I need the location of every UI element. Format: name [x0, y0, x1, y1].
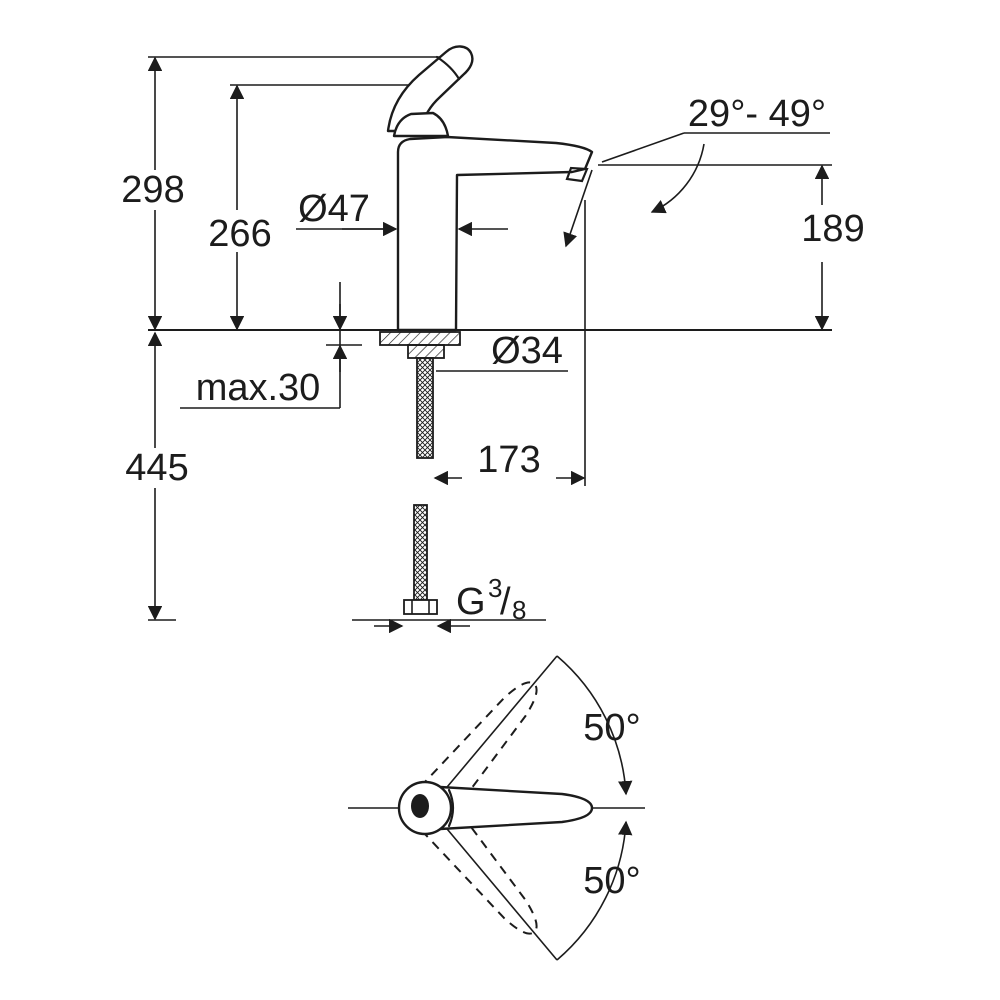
leader-line: [601, 132, 685, 163]
label-thread-numerator: 3: [488, 573, 502, 603]
swivel-arc-down-arrow: [556, 820, 633, 961]
dimension-spout-angle-range: [563, 132, 830, 248]
swivel-limit-line-up: [431, 655, 558, 806]
dimension-max-deck-thickness: [180, 282, 362, 409]
handle-neck-line: [447, 788, 455, 828]
label-swivel-up: 50°: [583, 707, 640, 749]
swivel-arc-up-arrow: [556, 655, 633, 796]
angle-arc-arrow: [650, 143, 705, 214]
hose-end-nut: [403, 599, 438, 615]
label-body-height: 266: [208, 213, 271, 255]
swivel-limit-line-down: [431, 810, 558, 961]
label-body-diameter: Ø47: [298, 188, 370, 230]
mounting-locknut: [407, 344, 445, 359]
spout-aerator: [565, 166, 589, 183]
label-spout-angle-range: 29°- 49°: [688, 93, 826, 135]
label-overall-height: 298: [121, 169, 184, 211]
faucet-side-view: [386, 45, 594, 332]
label-hole-diameter: Ø34: [491, 330, 563, 372]
handle-head-cap: [411, 794, 429, 818]
handle-lever-top-view: [438, 785, 594, 831]
label-swivel-down: 50°: [583, 860, 640, 902]
label-max-deck-thickness: max.30: [196, 367, 321, 409]
label-thread-denominator: 8: [512, 595, 526, 625]
threaded-shank: [416, 357, 434, 459]
label-spout-reach: 173: [477, 439, 540, 481]
label-thread-slash: /: [500, 581, 511, 623]
lever-knob-line: [435, 55, 461, 81]
faucet-body-and-spout: [396, 135, 594, 332]
dimension-overall-height-298: [147, 56, 468, 331]
mounting-washer-plate: [379, 331, 461, 346]
dimension-spout-reach-173: [433, 200, 586, 486]
dimension-labels: 298 266 Ø47 29°- 49° 189 max.30 Ø34 445 …: [121, 93, 864, 902]
label-hose-length: 445: [125, 447, 188, 489]
handle-swivel-top-view: [348, 655, 645, 961]
dimension-body-height-266: [229, 84, 430, 331]
flexible-hose: [413, 504, 428, 601]
cartridge-dome: [392, 111, 450, 138]
label-outlet-height: 189: [801, 208, 864, 250]
label-thread-g: G: [456, 581, 486, 623]
stream-direction-arrow: [563, 169, 593, 248]
dimension-outlet-height-189: [598, 164, 832, 331]
mounting-hardware: [379, 331, 461, 615]
